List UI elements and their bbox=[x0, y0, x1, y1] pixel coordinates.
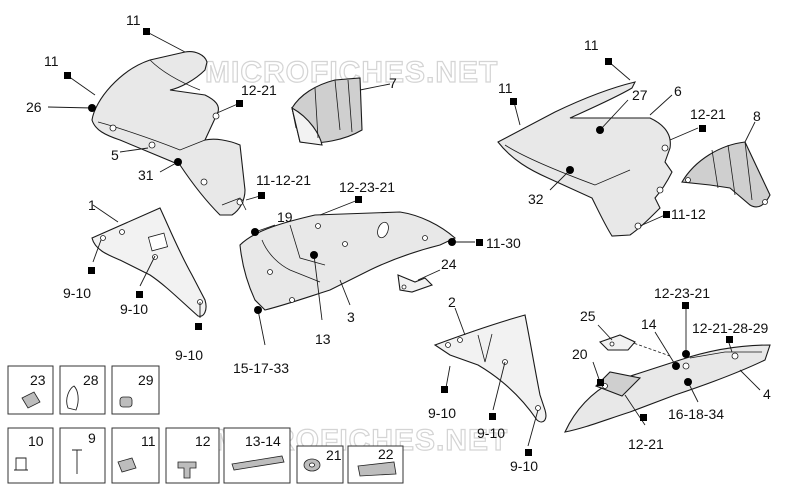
callout-1: 1 bbox=[88, 197, 96, 213]
hardware-28[interactable]: 28 bbox=[59, 365, 106, 415]
hardware-11-label: 11 bbox=[141, 433, 156, 449]
hardware-13-14[interactable]: 13-14 bbox=[223, 427, 291, 484]
adhesive-strip-icon bbox=[231, 455, 285, 471]
callout-3: 3 bbox=[347, 309, 355, 325]
callout-11-12-21: 11-12-21 bbox=[256, 172, 311, 188]
grommet-icon bbox=[21, 391, 41, 409]
hardware-21-label: 21 bbox=[326, 447, 342, 463]
hardware-11[interactable]: 11 bbox=[111, 427, 160, 484]
callout-27: 27 bbox=[632, 87, 648, 103]
callout-16-18-34: 16-18-34 bbox=[668, 406, 724, 422]
callout-11-top-left: 11 bbox=[126, 12, 141, 28]
callout-25: 25 bbox=[580, 308, 596, 324]
callout-11-12: 11-12 bbox=[671, 206, 706, 222]
hardware-29-label: 29 bbox=[138, 372, 154, 388]
callout-9-10-f: 9-10 bbox=[510, 458, 538, 474]
hardware-13-14-label: 13-14 bbox=[245, 433, 281, 449]
hardware-panel: 23 28 29 10 9 11 bbox=[7, 365, 404, 484]
hardware-10[interactable]: 10 bbox=[7, 427, 54, 484]
screw-icon bbox=[72, 449, 82, 474]
bolt-icon bbox=[177, 461, 197, 479]
speed-nut-icon bbox=[117, 457, 137, 473]
part-right-upper-fairing[interactable] bbox=[497, 81, 673, 237]
callout-11-top-right: 11 bbox=[584, 37, 599, 53]
spacer-icon bbox=[119, 396, 133, 408]
callout-31: 31 bbox=[138, 167, 154, 183]
callout-24: 24 bbox=[441, 256, 457, 272]
part-right-lower-panel[interactable] bbox=[433, 314, 547, 423]
hardware-12-label: 12 bbox=[195, 433, 211, 449]
part-inner-belly-fairing[interactable] bbox=[239, 211, 457, 311]
callout-11-left: 11 bbox=[44, 53, 59, 69]
callout-9-10-a: 9-10 bbox=[63, 285, 91, 301]
callout-9-10-b: 9-10 bbox=[120, 301, 148, 317]
hardware-9-label: 9 bbox=[88, 430, 96, 446]
part-lower-cowl[interactable] bbox=[564, 339, 771, 433]
hardware-23-label: 23 bbox=[30, 372, 46, 388]
part-left-lower-panel[interactable] bbox=[91, 207, 207, 317]
part-air-duct[interactable] bbox=[291, 77, 363, 146]
callout-4: 4 bbox=[763, 386, 771, 402]
callout-9-10-c: 9-10 bbox=[175, 347, 203, 363]
callout-7: 7 bbox=[389, 75, 397, 91]
callout-9-10-e: 9-10 bbox=[477, 425, 505, 441]
callout-12-23-21-center: 12-23-21 bbox=[339, 179, 395, 195]
callout-13: 13 bbox=[315, 331, 331, 347]
hardware-23[interactable]: 23 bbox=[7, 365, 54, 415]
callout-2: 2 bbox=[448, 294, 456, 310]
part-bracket-24[interactable] bbox=[397, 274, 434, 293]
callout-19: 19 bbox=[277, 209, 293, 225]
clip-icon bbox=[66, 385, 79, 411]
part-right-duct-bracket[interactable] bbox=[681, 141, 771, 208]
callout-8: 8 bbox=[753, 108, 761, 124]
callout-32: 32 bbox=[528, 191, 544, 207]
callout-15-17-33: 15-17-33 bbox=[233, 360, 289, 376]
nut-icon bbox=[14, 457, 28, 471]
callout-6: 6 bbox=[674, 83, 682, 99]
hardware-22[interactable]: 22 bbox=[347, 445, 404, 484]
callout-12-23-21-right: 12-23-21 bbox=[654, 285, 710, 301]
callout-14: 14 bbox=[641, 316, 657, 332]
hardware-12[interactable]: 12 bbox=[165, 427, 220, 484]
callout-12-21-bottom: 12-21 bbox=[628, 436, 664, 452]
callout-labels: 11 11 26 5 31 12-21 11-12-21 7 1 9-10 9-… bbox=[26, 12, 771, 474]
callout-12-21-right: 12-21 bbox=[690, 106, 726, 122]
hardware-21[interactable]: 21 bbox=[296, 445, 344, 484]
hardware-28-label: 28 bbox=[83, 372, 99, 388]
callout-11-30: 11-30 bbox=[486, 235, 521, 251]
callout-9-10-d: 9-10 bbox=[428, 405, 456, 421]
callout-11-right: 11 bbox=[498, 80, 513, 96]
hardware-22-label: 22 bbox=[378, 446, 394, 462]
part-bracket-25[interactable] bbox=[598, 334, 636, 351]
callout-5: 5 bbox=[111, 147, 119, 163]
callout-26: 26 bbox=[26, 99, 42, 115]
hardware-9[interactable]: 9 bbox=[59, 427, 106, 484]
leader-lines bbox=[47, 28, 761, 456]
callout-12-21-left: 12-21 bbox=[241, 82, 277, 98]
hardware-29[interactable]: 29 bbox=[111, 365, 160, 415]
callout-20: 20 bbox=[572, 346, 588, 362]
rubber-strip-icon bbox=[357, 461, 397, 477]
callout-12-21-28-29: 12-21-28-29 bbox=[692, 320, 768, 336]
hardware-10-label: 10 bbox=[28, 433, 44, 449]
part-left-upper-fairing[interactable] bbox=[91, 51, 247, 216]
